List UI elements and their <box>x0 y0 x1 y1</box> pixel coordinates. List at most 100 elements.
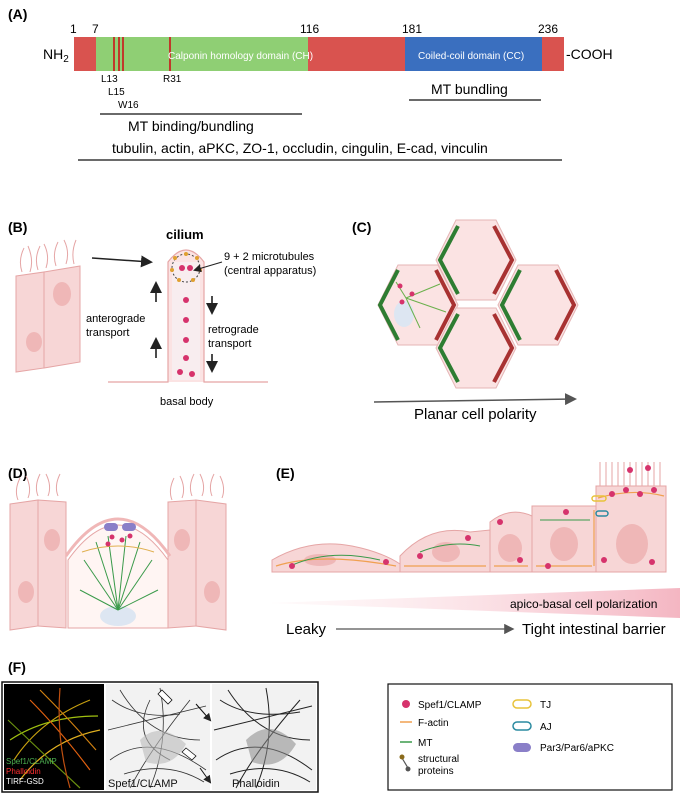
panel-label-c: (C) <box>352 219 371 235</box>
pcp-label: Planar cell polarity <box>414 406 537 423</box>
cc-domain-label: Coiled-coil domain (CC) <box>418 51 524 62</box>
e-spef1-dots <box>289 465 657 569</box>
antero-label-2: transport <box>86 327 129 339</box>
partners-label: tubulin, actin, aPKC, ZO-1, occludin, ci… <box>112 140 488 156</box>
retro-label-2: transport <box>208 338 251 350</box>
legend-tj-swatch <box>512 699 532 709</box>
small-cell-nucleus <box>26 332 42 352</box>
pcp-diagram: Planar cell polarity <box>373 219 579 423</box>
legend-struct-swatch <box>401 757 409 769</box>
mt-bundling-label: MT bundling <box>431 81 508 97</box>
d-cell <box>37 499 67 629</box>
micro-spef1-cell <box>140 730 186 764</box>
d-central-cell <box>67 524 169 629</box>
legend-tj: TJ <box>540 700 551 711</box>
d-factin <box>81 545 155 553</box>
d-cell <box>167 499 197 629</box>
e-tj <box>591 495 607 502</box>
legend-aj: AJ <box>540 722 552 733</box>
small-cell-nucleus <box>53 282 71 306</box>
micro-arrow <box>199 767 212 784</box>
d-par-complex <box>122 523 136 531</box>
small-cell-left <box>15 271 45 373</box>
pos-1: 1 <box>70 22 77 36</box>
nh2-label: NH2 <box>43 46 69 65</box>
retro-label-1: retrograde <box>208 324 259 336</box>
e-nucleus <box>616 524 648 564</box>
d-nucleus-blue <box>100 606 136 626</box>
legend-mt: MT <box>418 738 432 749</box>
d-nucleus <box>18 581 34 603</box>
ciliogenesis-diagram <box>9 473 227 631</box>
micro-open-arrow <box>157 689 173 705</box>
legend-struct-dot <box>399 754 405 760</box>
antero-label-1: anterograde <box>86 313 145 325</box>
cilium-spef1-dots <box>177 265 195 377</box>
micro-phalloidin-label: Phalloidin <box>232 778 280 790</box>
tight-barrier-label: Tight intestinal barrier <box>522 621 666 638</box>
d-microtubules <box>79 535 159 611</box>
cooh-label: -COOH <box>566 46 613 62</box>
e-nucleus <box>550 527 578 561</box>
domain-map: NH2 Calponin homology domain (CH) Coiled… <box>43 22 613 161</box>
cilium-diagram: cilium 9 + 2 microtubules (central appar… <box>15 227 316 408</box>
zoom-arrow <box>91 255 153 268</box>
microscopy-panel: Spef1/CLAMP Phalloidin TIRF-GSD Spef1/CL… <box>1 681 319 793</box>
residue-r31: R31 <box>163 74 182 85</box>
legend-spef1: Spef1/CLAMP <box>418 700 482 711</box>
small-cell-cilia <box>19 239 77 273</box>
legend-par: Par3/Par6/aPKC <box>540 743 614 754</box>
micro-phalloidin-fibers <box>213 687 313 789</box>
d-spef1-dots <box>105 533 133 547</box>
d-right-cilia <box>169 473 225 501</box>
pcp-red-edges <box>434 225 577 383</box>
pos-181: 181 <box>402 22 422 36</box>
d-left-cilia <box>15 473 61 501</box>
small-cell-right <box>43 265 81 369</box>
leaky-label: Leaky <box>286 621 327 638</box>
panel-label-e: (E) <box>276 465 295 481</box>
e-mt <box>289 519 590 567</box>
d-cell <box>9 499 39 631</box>
pcp-arrow <box>373 393 577 406</box>
micro-ch3: TIRF-GSD <box>6 777 44 786</box>
panel-label-b: (B) <box>8 219 27 235</box>
polarization-wedge <box>270 588 680 618</box>
legend-struct-2: proteins <box>418 766 454 777</box>
micro-spef1-label: Spef1/CLAMP <box>108 778 178 790</box>
panel-label-a: (A) <box>8 6 27 22</box>
pos-236: 236 <box>538 22 558 36</box>
legend-struct-1: structural <box>418 754 459 765</box>
d-cell <box>195 499 227 631</box>
pcp-spef1-dots <box>397 283 415 305</box>
panel-label-f: (F) <box>8 659 26 675</box>
pcp-green-edges <box>377 225 522 383</box>
cilium-title: cilium <box>166 227 204 242</box>
e-cell-flat <box>271 543 401 573</box>
cc-domain <box>405 37 542 71</box>
ch-domain-label: Calponin homology domain (CH) <box>168 51 313 62</box>
residue-mark-r31 <box>169 37 171 71</box>
pos-7: 7 <box>92 22 99 36</box>
polarization-label: apico-basal cell polarization <box>510 597 657 611</box>
e-factin <box>275 491 665 567</box>
residue-l15: L15 <box>108 87 125 98</box>
e-microvilli <box>599 462 661 486</box>
pos-116: 116 <box>300 22 319 36</box>
e-aj <box>595 510 609 517</box>
micro-arrow <box>195 703 212 722</box>
residue-mark-w16 <box>122 37 124 71</box>
pcp-microtubules <box>395 281 447 329</box>
legend-aj-swatch <box>512 721 532 731</box>
legend-par-swatch <box>513 743 531 752</box>
legend: Spef1/CLAMP F-actin MT structural protei… <box>387 683 673 791</box>
micro-ch2: Phalloidin <box>6 767 41 776</box>
microtubule-label-2: (central apparatus) <box>224 265 316 277</box>
legend-struct-dot <box>405 766 411 772</box>
e-nucleus <box>498 534 522 562</box>
micro-open-arrow <box>181 747 197 761</box>
d-nucleus <box>174 529 190 551</box>
d-cell-cortex <box>64 517 172 557</box>
panel-label-d: (D) <box>8 465 27 481</box>
